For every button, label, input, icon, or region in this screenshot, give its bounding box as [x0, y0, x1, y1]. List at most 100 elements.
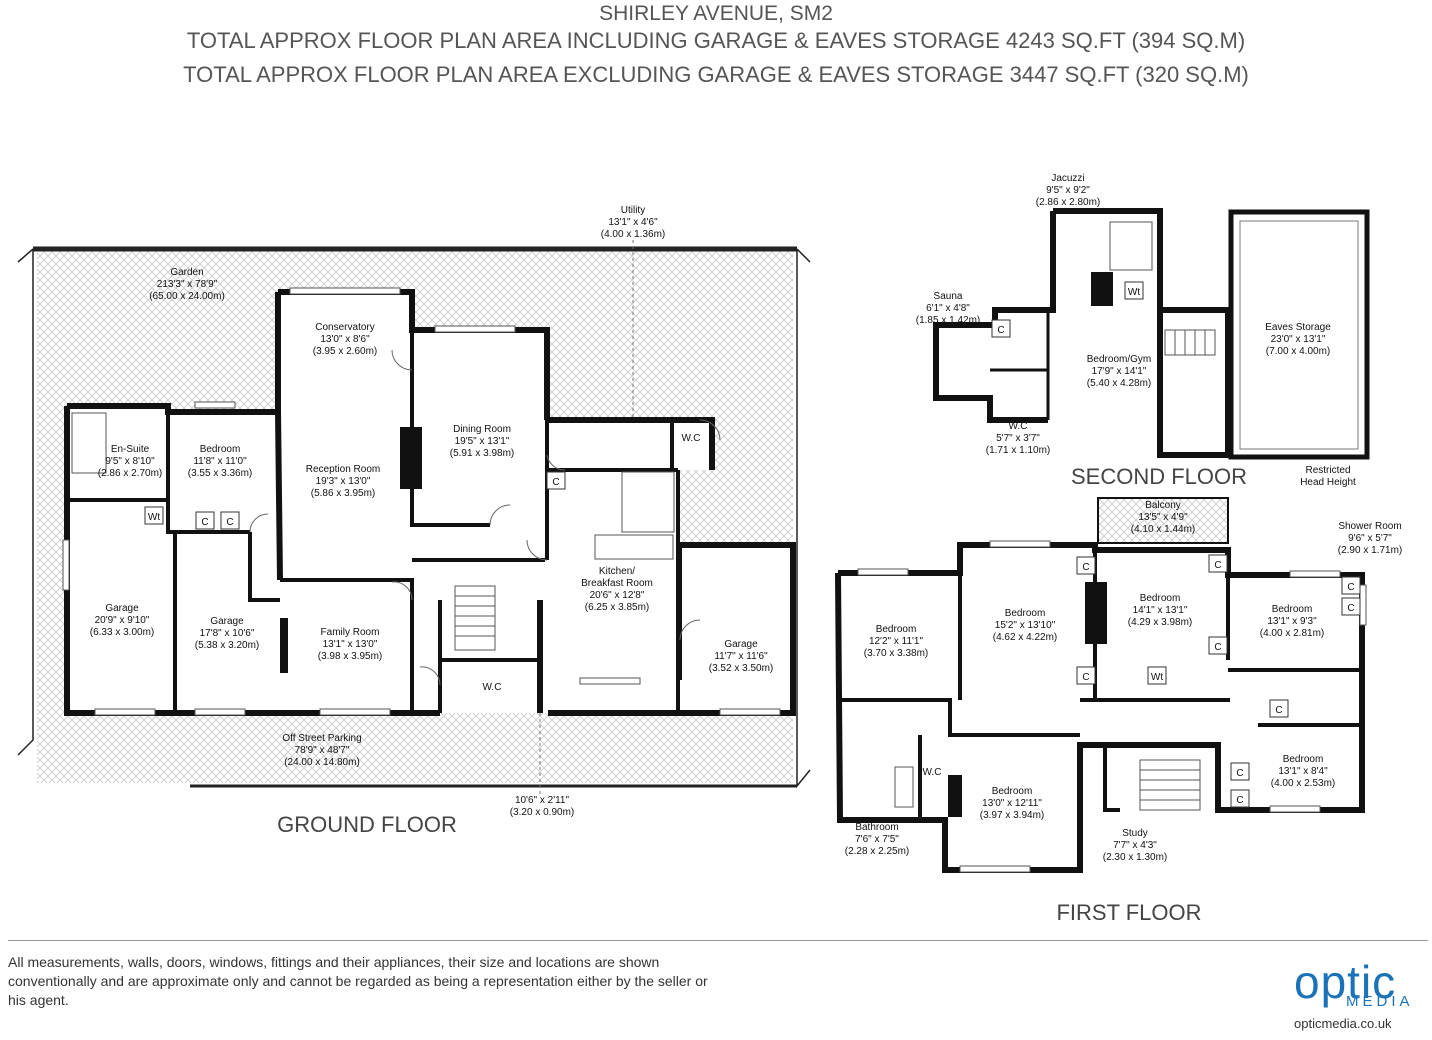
- room-label-garage2-line-3: (5.38 x 3.20m): [195, 640, 259, 651]
- room-label-utility-line-1: Utility: [621, 205, 645, 216]
- room-label-ensuite-line-1: En-Suite: [111, 444, 150, 455]
- room-label-bathroom-line-1: Bathroom: [855, 822, 898, 833]
- room-label-gf-bedroom-line-2: 11'8" x 11'0": [193, 456, 247, 467]
- room-label-sf-wc-line-3: (1.71 x 1.10m): [986, 445, 1050, 456]
- room-label-garage3-line-1: Garage: [724, 639, 758, 650]
- room-label-study-line-3: (2.30 x 1.30m): [1103, 852, 1167, 863]
- room-label-ff-bed4-line-2: 13'1" x 9'3": [1267, 616, 1317, 627]
- water-tank-box-14: [144, 506, 164, 525]
- cupboard-marker-9: C: [1347, 582, 1354, 593]
- room-label-garage2-line-2: 17'8" x 10'6": [200, 628, 255, 639]
- kitchen-island: [594, 534, 674, 560]
- room-label-ff-bed2-line-2: 15'2" x 13'10": [995, 620, 1056, 631]
- area-including-garage: TOTAL APPROX FLOOR PLAN AREA INCLUDING G…: [186, 28, 1246, 53]
- ground-floor-internal-walls: [67, 330, 682, 713]
- room-label-ff-bed6-line-2: 13'1" x 8'4": [1278, 766, 1328, 777]
- cupboard-box-7: [1208, 554, 1228, 573]
- cupboard-marker-13: C: [1236, 795, 1243, 806]
- room-label-gf-bedroom-line-1: Bedroom: [200, 444, 241, 455]
- room-label-balcony-line-2: 13'5" x 4'9": [1138, 512, 1188, 523]
- room-label-ff-bed3-line-3: (4.29 x 3.98m): [1128, 617, 1192, 628]
- room-label-kitchen-line-1: Kitchen/: [599, 566, 635, 577]
- ground-floor-footprint: [67, 292, 793, 713]
- plan-title: SHIRLEY AVENUE, SM2: [599, 2, 833, 25]
- room-label-restricted-line-1: Restricted: [1305, 465, 1350, 476]
- room-label-ff-bed2-line-1: Bedroom: [1005, 608, 1046, 619]
- boundary-corner-marks: [17, 248, 811, 789]
- room-label-ff-bed2-line-3: (4.62 x 4.22m): [993, 632, 1057, 643]
- room-label-family-line-2: 13'1" x 13'0": [323, 639, 378, 650]
- cupboard-box-12: [1230, 762, 1250, 781]
- room-label-gf-wc1-line-1: W.C: [682, 433, 701, 444]
- cupboard-marker-11: C: [1275, 705, 1282, 716]
- room-label-ff-bed1-line-1: Bedroom: [876, 624, 917, 635]
- room-label-ff-bed5-line-3: (3.97 x 3.94m): [980, 810, 1044, 821]
- parking-area: [37, 713, 793, 783]
- room-label-eaves-line-2: 23'0" x 13'1": [1271, 334, 1326, 345]
- room-label-shower-line-2: 9'6" x 5'7": [1348, 533, 1392, 544]
- logo-wordmark: optic: [1294, 956, 1397, 1008]
- logo-subtitle: MEDIA: [1346, 993, 1414, 1010]
- room-label-reception-line-2: 19'3" x 13'0": [316, 476, 371, 487]
- room-label-jacuzzi-line-3: (2.86 x 2.80m): [1036, 197, 1100, 208]
- room-label-garden-line-2: 213'3" x 78'9": [157, 279, 218, 290]
- room-label-eaves-line-1: Eaves Storage: [1265, 322, 1331, 333]
- cupboard-box-8: [1208, 636, 1228, 655]
- room-label-strip-line-2: (3.20 x 0.90m): [510, 807, 574, 818]
- room-label-garage1-line-1: Garage: [105, 603, 139, 614]
- room-label-study-line-1: Study: [1122, 828, 1148, 839]
- optic-media-logo: optic MEDIA opticmedia.co.uk: [1290, 955, 1430, 1035]
- second-floor-chimney: [1091, 272, 1113, 306]
- cupboard-box-11: [1269, 699, 1289, 718]
- cupboard-marker-1: C: [201, 517, 208, 528]
- room-label-utility-line-3: (4.00 x 1.36m): [601, 229, 665, 240]
- room-label-conservatory-line-2: 13'0" x 8'6": [320, 334, 370, 345]
- room-label-kitchen-line-3: 20'6" x 12'8": [590, 590, 645, 601]
- room-label-jacuzzi-line-2: 9'5" x 9'2": [1046, 185, 1090, 196]
- cupboard-box-6: [1076, 666, 1096, 685]
- cupboard-marker-10: C: [1347, 603, 1354, 614]
- room-label-sauna-line-3: (1.85 x 1.42m): [916, 315, 980, 326]
- room-label-garden-line-1: Garden: [170, 267, 203, 278]
- room-label-gf-wc2-line-1: W.C: [483, 682, 502, 693]
- room-label-dining-line-3: (5.91 x 3.98m): [450, 448, 514, 459]
- room-label-reception-line-1: Reception Room: [306, 464, 380, 475]
- room-label-gf-bedroom-line-3: (3.55 x 3.36m): [188, 468, 252, 479]
- room-label-kitchen-line-4: (6.25 x 3.85m): [585, 602, 649, 613]
- balcony-area: [1097, 497, 1229, 544]
- first-floor-chimney-2: [948, 775, 962, 817]
- eaves-storage-outline: [1228, 209, 1370, 460]
- room-label-ff-wc-line-1: W.C: [923, 767, 942, 778]
- room-label-sf-wc-line-1: W.C: [1009, 421, 1028, 432]
- cupboard-box-1: [195, 511, 215, 530]
- room-label-shower-line-1: Shower Room: [1338, 521, 1401, 532]
- first-floor-chimney: [1085, 582, 1107, 644]
- room-label-balcony-line-3: (4.10 x 1.44m): [1131, 524, 1195, 535]
- room-label-bathroom-line-2: 7'6" x 7'5": [855, 834, 899, 845]
- ground-floor-windows: [62, 287, 781, 716]
- room-label-ff-bed4-line-3: (4.00 x 2.81m): [1260, 628, 1324, 639]
- cupboard-box-3: [546, 471, 566, 490]
- cupboard-marker-4: C: [997, 325, 1004, 336]
- room-label-family-line-1: Family Room: [321, 627, 380, 638]
- cupboard-box-2: [220, 511, 240, 530]
- cupboard-marker-7: C: [1214, 560, 1221, 571]
- room-label-eaves-line-3: (7.00 x 4.00m): [1266, 346, 1330, 357]
- jacuzzi-tub: [1109, 221, 1153, 271]
- room-label-parking-line-2: 78'9" x 48'7": [295, 745, 350, 756]
- room-label-conservatory-line-3: (3.95 x 2.60m): [313, 346, 377, 357]
- fireplace-chimney: [400, 427, 422, 489]
- first-floor-plan: [835, 497, 1367, 873]
- room-label-utility-line-2: 13'1" x 4'6": [608, 217, 658, 228]
- second-floor-walls: [933, 208, 1231, 458]
- room-label-family-line-3: (3.98 x 3.95m): [318, 651, 382, 662]
- room-label-ff-bed3-line-2: 14'1" x 13'1": [1133, 605, 1188, 616]
- room-label-reception-line-3: (5.86 x 3.95m): [311, 488, 375, 499]
- room-label-shower-line-3: (2.90 x 1.71m): [1338, 545, 1402, 556]
- second-floor-heading: SECOND FLOOR: [1071, 464, 1247, 489]
- room-label-garage2-line-1: Garage: [210, 616, 244, 627]
- cupboard-marker-12: C: [1236, 768, 1243, 779]
- water-tank-marker-15: Wt: [1128, 287, 1140, 298]
- cupboard-marker-6: C: [1082, 672, 1089, 683]
